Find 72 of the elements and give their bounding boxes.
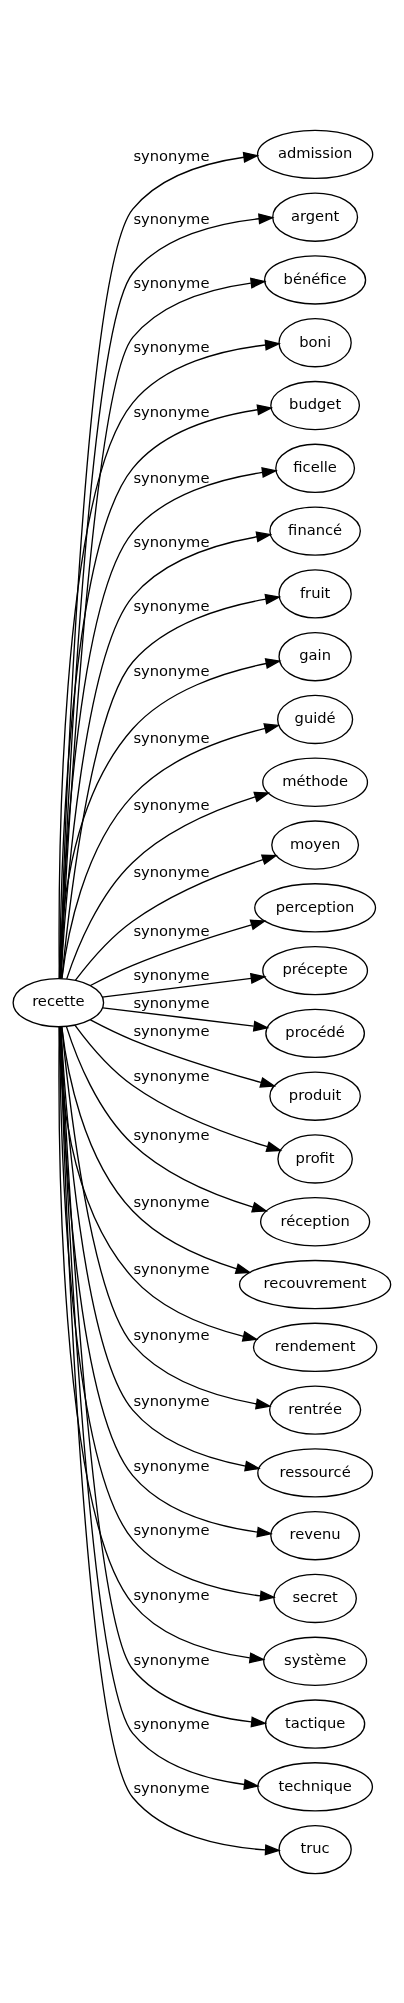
edge-label: synonyme xyxy=(133,532,210,550)
edge-label: synonyme xyxy=(133,661,210,679)
node-ellipse: ressourcé xyxy=(257,1447,374,1498)
arrow xyxy=(61,1025,252,1274)
edge-label: synonyme xyxy=(133,1125,210,1143)
edge-label: synonyme xyxy=(133,1778,210,1796)
edge-label: synonyme xyxy=(133,921,210,939)
edge-label: synonyme xyxy=(133,209,210,227)
edge-label: synonyme xyxy=(133,1325,210,1343)
node-ellipse: recouvrement xyxy=(238,1259,392,1309)
node-ellipse: tactique xyxy=(264,1698,366,1749)
node-ellipse: budget xyxy=(270,380,361,430)
node-ellipse: secret xyxy=(273,1573,357,1623)
arrow xyxy=(58,657,282,979)
node-ellipse: revenu xyxy=(270,1510,361,1560)
node-ellipse: procédé xyxy=(265,1008,366,1058)
edge-label: synonyme xyxy=(133,468,210,486)
arrow xyxy=(65,1025,268,1212)
edge-label: synonyme xyxy=(133,1650,210,1668)
node-ellipse: ficelle xyxy=(275,443,356,493)
edge-label: synonyme xyxy=(133,1714,210,1732)
node-ellipse: boni xyxy=(278,317,352,367)
arrow xyxy=(102,1006,270,1032)
node-ellipse: rentrée xyxy=(268,1384,362,1435)
node-ellipse: produit xyxy=(269,1070,361,1121)
arrow xyxy=(61,593,282,979)
node-ellipse: admission xyxy=(256,129,374,179)
arrow xyxy=(101,972,267,998)
arrow xyxy=(66,791,271,980)
node-ellipse: technique xyxy=(257,1761,374,1812)
edge-label: synonyme xyxy=(133,1520,210,1538)
node-ellipse: précepte xyxy=(262,945,369,995)
edge-label: synonyme xyxy=(133,1192,210,1210)
edge-label: synonyme xyxy=(133,337,210,355)
node-ellipse: fruit xyxy=(278,568,352,619)
node-ellipse: recette xyxy=(12,977,105,1027)
edge-label: synonyme xyxy=(133,1066,210,1084)
edge-label: synonyme xyxy=(133,1456,210,1474)
edge-label: synonyme xyxy=(133,795,210,813)
edge-label: synonyme xyxy=(133,273,210,291)
arrow xyxy=(74,1024,283,1152)
node-ellipse: bénéfice xyxy=(264,254,367,305)
node-ellipse: argent xyxy=(272,191,359,242)
edge-label: synonyme xyxy=(133,402,210,420)
arrow xyxy=(61,722,281,979)
node-ellipse: profit xyxy=(277,1133,353,1184)
edge-label: synonyme xyxy=(133,1021,210,1039)
node-ellipse: méthode xyxy=(262,757,369,807)
arrow xyxy=(59,1025,281,1855)
edge-label: synonyme xyxy=(133,1391,210,1409)
edge-label: synonyme xyxy=(133,1585,210,1603)
arrow xyxy=(61,1025,272,1409)
arrow xyxy=(89,1018,277,1088)
edge-label: synonyme xyxy=(133,728,210,746)
node-ellipse: financé xyxy=(269,505,361,556)
node-ellipse: moyen xyxy=(271,819,360,870)
node-ellipse: système xyxy=(263,1636,368,1686)
edge-label: synonyme xyxy=(133,993,210,1011)
node-ellipse: rendement xyxy=(252,1322,378,1372)
node-ellipse: guidé xyxy=(277,694,354,744)
node-ellipse: truc xyxy=(278,1824,352,1874)
edge-label: synonyme xyxy=(133,965,210,983)
arrow xyxy=(89,919,267,986)
arrow xyxy=(60,1025,261,1472)
node-ellipse: réception xyxy=(259,1196,371,1246)
edge-label: synonyme xyxy=(133,146,210,164)
edge-label: synonyme xyxy=(133,1259,210,1277)
edge-label: synonyme xyxy=(133,596,210,614)
node-ellipse: gain xyxy=(278,631,352,681)
arrow xyxy=(74,853,278,981)
edge-label: synonyme xyxy=(133,862,210,880)
node-ellipse: perception xyxy=(254,882,377,933)
